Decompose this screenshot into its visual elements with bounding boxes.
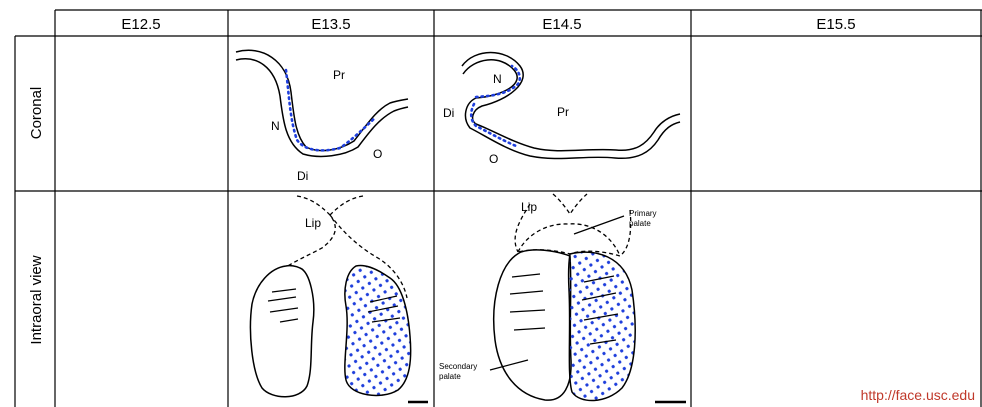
e14-coronal-label-o: O [489,152,498,166]
e14-coronal-label-pr: Pr [557,105,569,119]
e13-coronal-label-pr: Pr [333,68,345,82]
row-label-intraoral-view: Intraoral view [28,255,45,344]
e14-coronal-drawing: N Di Pr O [443,53,680,167]
e14-coronal-label-n: N [493,72,502,86]
e14-label-primary: Primary [629,209,657,218]
e13-coronal-label-o: O [373,147,382,161]
e13-coronal-drawing: Pr N O Di [236,50,408,183]
e14-label-secondary-palate: palate [439,372,461,381]
e14-right-palatal-shelf [569,252,636,400]
row-label-coronal: Coronal [28,87,45,140]
e13-coronal-label-di: Di [297,169,308,183]
column-header-e14-5: E14.5 [542,16,581,33]
column-header-e12-5: E12.5 [121,16,160,33]
e13-intraoral-drawing: Lip [250,196,428,402]
e13-right-palatal-shelf [345,266,411,396]
e14-intraoral-drawing: Lip Primary palate Secondary palate [439,194,686,402]
source-url: http://face.usc.edu [861,387,975,403]
e14-label-primary-palate: palate [629,219,651,228]
e14-left-palatal-shelf [494,250,571,400]
e14-coronal-label-di: Di [443,106,454,120]
e13-left-palatal-shelf [250,266,313,397]
e13-coronal-label-n: N [271,119,280,133]
column-header-e13-5: E13.5 [311,16,350,33]
e13-coronal-outer-contour [236,50,408,150]
e14-intraoral-label-lip: Lip [521,200,537,214]
e14-label-secondary: Secondary [439,362,477,371]
e13-intraoral-label-lip: Lip [305,216,321,230]
column-header-e15-5: E15.5 [816,16,855,33]
